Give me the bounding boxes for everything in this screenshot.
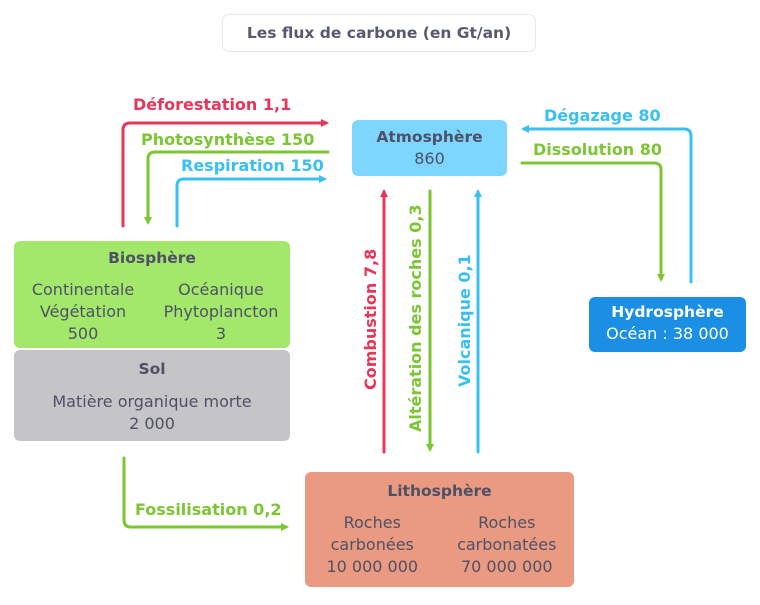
sol-value: 2 000 — [129, 414, 175, 433]
biosphere-continentale: Continentale Végétation 500 — [14, 279, 152, 345]
deforestation-label: Déforestation 1,1 — [133, 95, 292, 114]
lithosphere-left-line2: carbonées — [330, 535, 414, 554]
hydrosphere-box: Hydrosphère Océan : 38 000 — [589, 297, 746, 352]
degazage-label: Dégazage 80 — [544, 106, 661, 125]
biosphere-left-value: 500 — [67, 324, 99, 343]
lithosphere-carbonees: Roches carbonées 10 000 000 — [305, 512, 440, 578]
alteration-label: Altération des roches 0,3 — [406, 204, 425, 432]
biosphere-right-line1: Océanique — [178, 280, 264, 299]
atmosphere-box: Atmosphère 860 — [352, 120, 507, 176]
biosphere-left-line2: Végétation — [39, 302, 127, 321]
deforestation-arrow — [121, 119, 329, 228]
lithosphere-name: Lithosphère — [387, 482, 492, 500]
volcanique-label: Volcanique 0,1 — [455, 254, 474, 387]
atmosphere-value: 860 — [414, 149, 445, 168]
diagram-title: Les flux de carbone (en Gt/an) — [246, 24, 512, 42]
photosynthese-label: Photosynthèse 150 — [141, 130, 315, 149]
sol-box: Sol Matière organique morte 2 000 — [14, 350, 290, 441]
fossilisation-arrow — [122, 456, 289, 531]
biosphere-right-line2: Phytoplancton — [163, 302, 279, 321]
sol-line1: Matière organique morte — [52, 392, 252, 411]
lithosphere-right-value: 70 000 000 — [460, 557, 553, 576]
lithosphere-box: Lithosphère Roches carbonées 10 000 000 … — [305, 472, 574, 587]
dissolution-label: Dissolution 80 — [533, 140, 663, 159]
biosphere-right-value: 3 — [215, 324, 227, 343]
lithosphere-carbonatees: Roches carbonatées 70 000 000 — [440, 512, 575, 578]
dissolution-arrow — [520, 161, 665, 282]
biosphere-name: Biosphère — [108, 249, 196, 267]
lithosphere-left-line1: Roches — [343, 513, 401, 532]
respiration-arrow — [175, 175, 327, 228]
title-box: Les flux de carbone (en Gt/an) — [222, 14, 536, 52]
lithosphere-right-line2: carbonatées — [457, 535, 557, 554]
atmosphere-name: Atmosphère — [376, 128, 483, 146]
photosynthese-arrow — [144, 150, 330, 225]
hydrosphere-name: Hydrosphère — [611, 303, 724, 321]
biosphere-box: Biosphère Continentale Végétation 500 Oc… — [14, 241, 290, 348]
hydrosphere-line1: Océan : 38 000 — [606, 324, 729, 343]
biosphere-oceanique: Océanique Phytoplancton 3 — [152, 279, 290, 345]
lithosphere-right-line1: Roches — [478, 513, 536, 532]
lithosphere-left-value: 10 000 000 — [326, 557, 419, 576]
degazage-arrow — [521, 125, 693, 284]
biosphere-left-line1: Continentale — [31, 280, 135, 299]
fossilisation-label: Fossilisation 0,2 — [135, 500, 282, 519]
respiration-label: Respiration 150 — [181, 156, 324, 175]
combustion-label: Combustion 7,8 — [361, 248, 380, 390]
sol-name: Sol — [138, 360, 166, 378]
